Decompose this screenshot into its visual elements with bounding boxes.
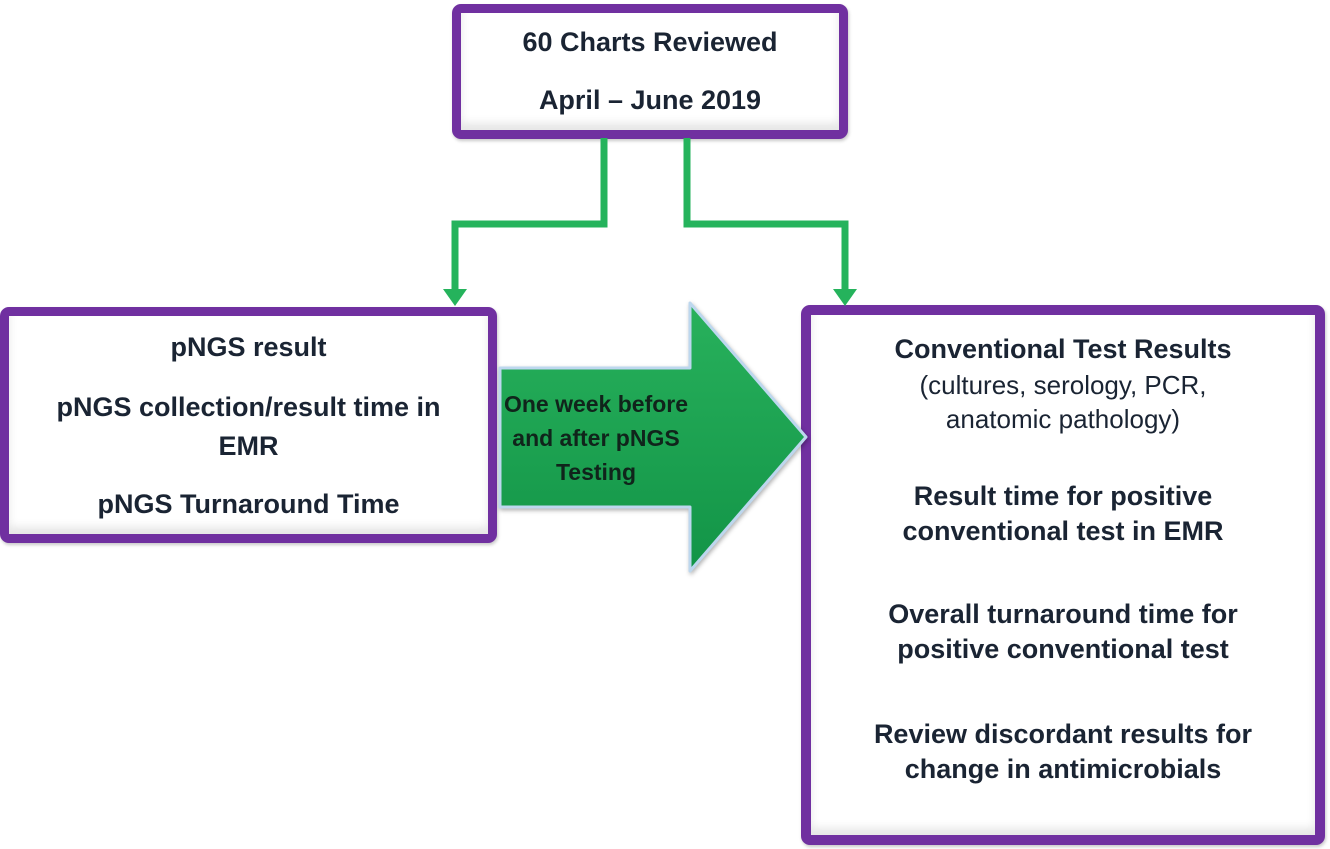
charts-reviewed-daterange: April – June 2019 — [538, 85, 762, 115]
conventional-tests-subtitle-line-2: anatomic pathology) — [945, 404, 1181, 434]
overall-turnaround-line-2: positive conventional test — [897, 634, 1229, 664]
conventional-tests-box: Conventional Test Results (cultures, ser… — [801, 305, 1325, 845]
charts-reviewed-count: 60 Charts Reviewed — [522, 27, 778, 57]
pngs-collection-time-item: pNGS collection/result time in EMR — [9, 388, 488, 466]
flow-arrow-label-line-1: One week before — [503, 390, 689, 417]
connector-left-elbow — [451, 138, 608, 290]
discordant-review-line-1: Review discordant results for — [873, 719, 1253, 749]
overall-turnaround-line-1: Overall turnaround time for — [888, 599, 1238, 629]
charts-reviewed-box: 60 Charts Reviewed April – June 2019 — [452, 4, 848, 139]
result-time-item: Result time for positive conventional te… — [811, 479, 1315, 549]
flow-arrow-label-line-3: Testing — [555, 458, 637, 485]
overall-turnaround-item: Overall turnaround time for positive con… — [811, 597, 1315, 667]
result-time-line-2: conventional test in EMR — [902, 516, 1224, 546]
connector-left-arrowhead-icon — [443, 289, 467, 306]
connector-right-elbow — [683, 138, 849, 290]
conventional-tests-title: Conventional Test Results — [894, 334, 1232, 364]
pngs-turnaround-item: pNGS Turnaround Time — [97, 489, 400, 519]
discordant-review-item: Review discordant results for change in … — [811, 717, 1315, 787]
connector-right-arrowhead-icon — [833, 289, 857, 306]
flow-arrow-label: One week before and after pNGS Testing — [500, 368, 692, 507]
discordant-review-line-2: change in antimicrobials — [904, 754, 1222, 784]
pngs-result-item: pNGS result — [170, 332, 327, 362]
pngs-collection-time-line-1: pNGS collection/result time in — [56, 392, 441, 422]
pngs-data-box: pNGS result pNGS collection/result time … — [0, 307, 497, 543]
pngs-collection-time-line-2: EMR — [218, 431, 279, 461]
result-time-line-1: Result time for positive — [913, 481, 1213, 511]
flow-arrow-label-line-2: and after pNGS — [512, 424, 680, 451]
conventional-tests-subtitle-line-1: (cultures, serology, PCR, — [919, 370, 1207, 400]
